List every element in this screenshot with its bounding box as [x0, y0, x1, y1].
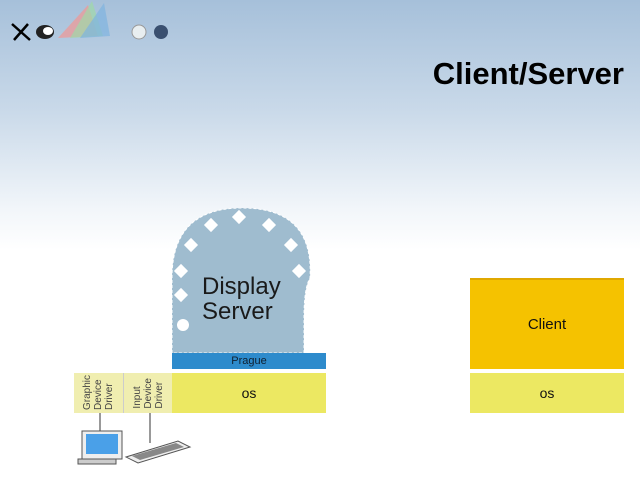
- left-os-layer: os: [172, 373, 326, 413]
- client-box: Client: [470, 278, 624, 369]
- keyboard-icon: [124, 440, 192, 464]
- display-server-label: Display Server: [202, 273, 281, 325]
- logo-icons: [8, 0, 173, 45]
- hardware-icons: [77, 413, 192, 465]
- x-logo-icon: [11, 1, 168, 41]
- right-os-layer: os: [470, 373, 624, 413]
- monitor-icon: [77, 430, 123, 465]
- slide-title: Client/Server: [432, 56, 624, 91]
- display-server-shape: Display Server: [172, 208, 314, 353]
- prague-layer: Prague: [172, 353, 326, 369]
